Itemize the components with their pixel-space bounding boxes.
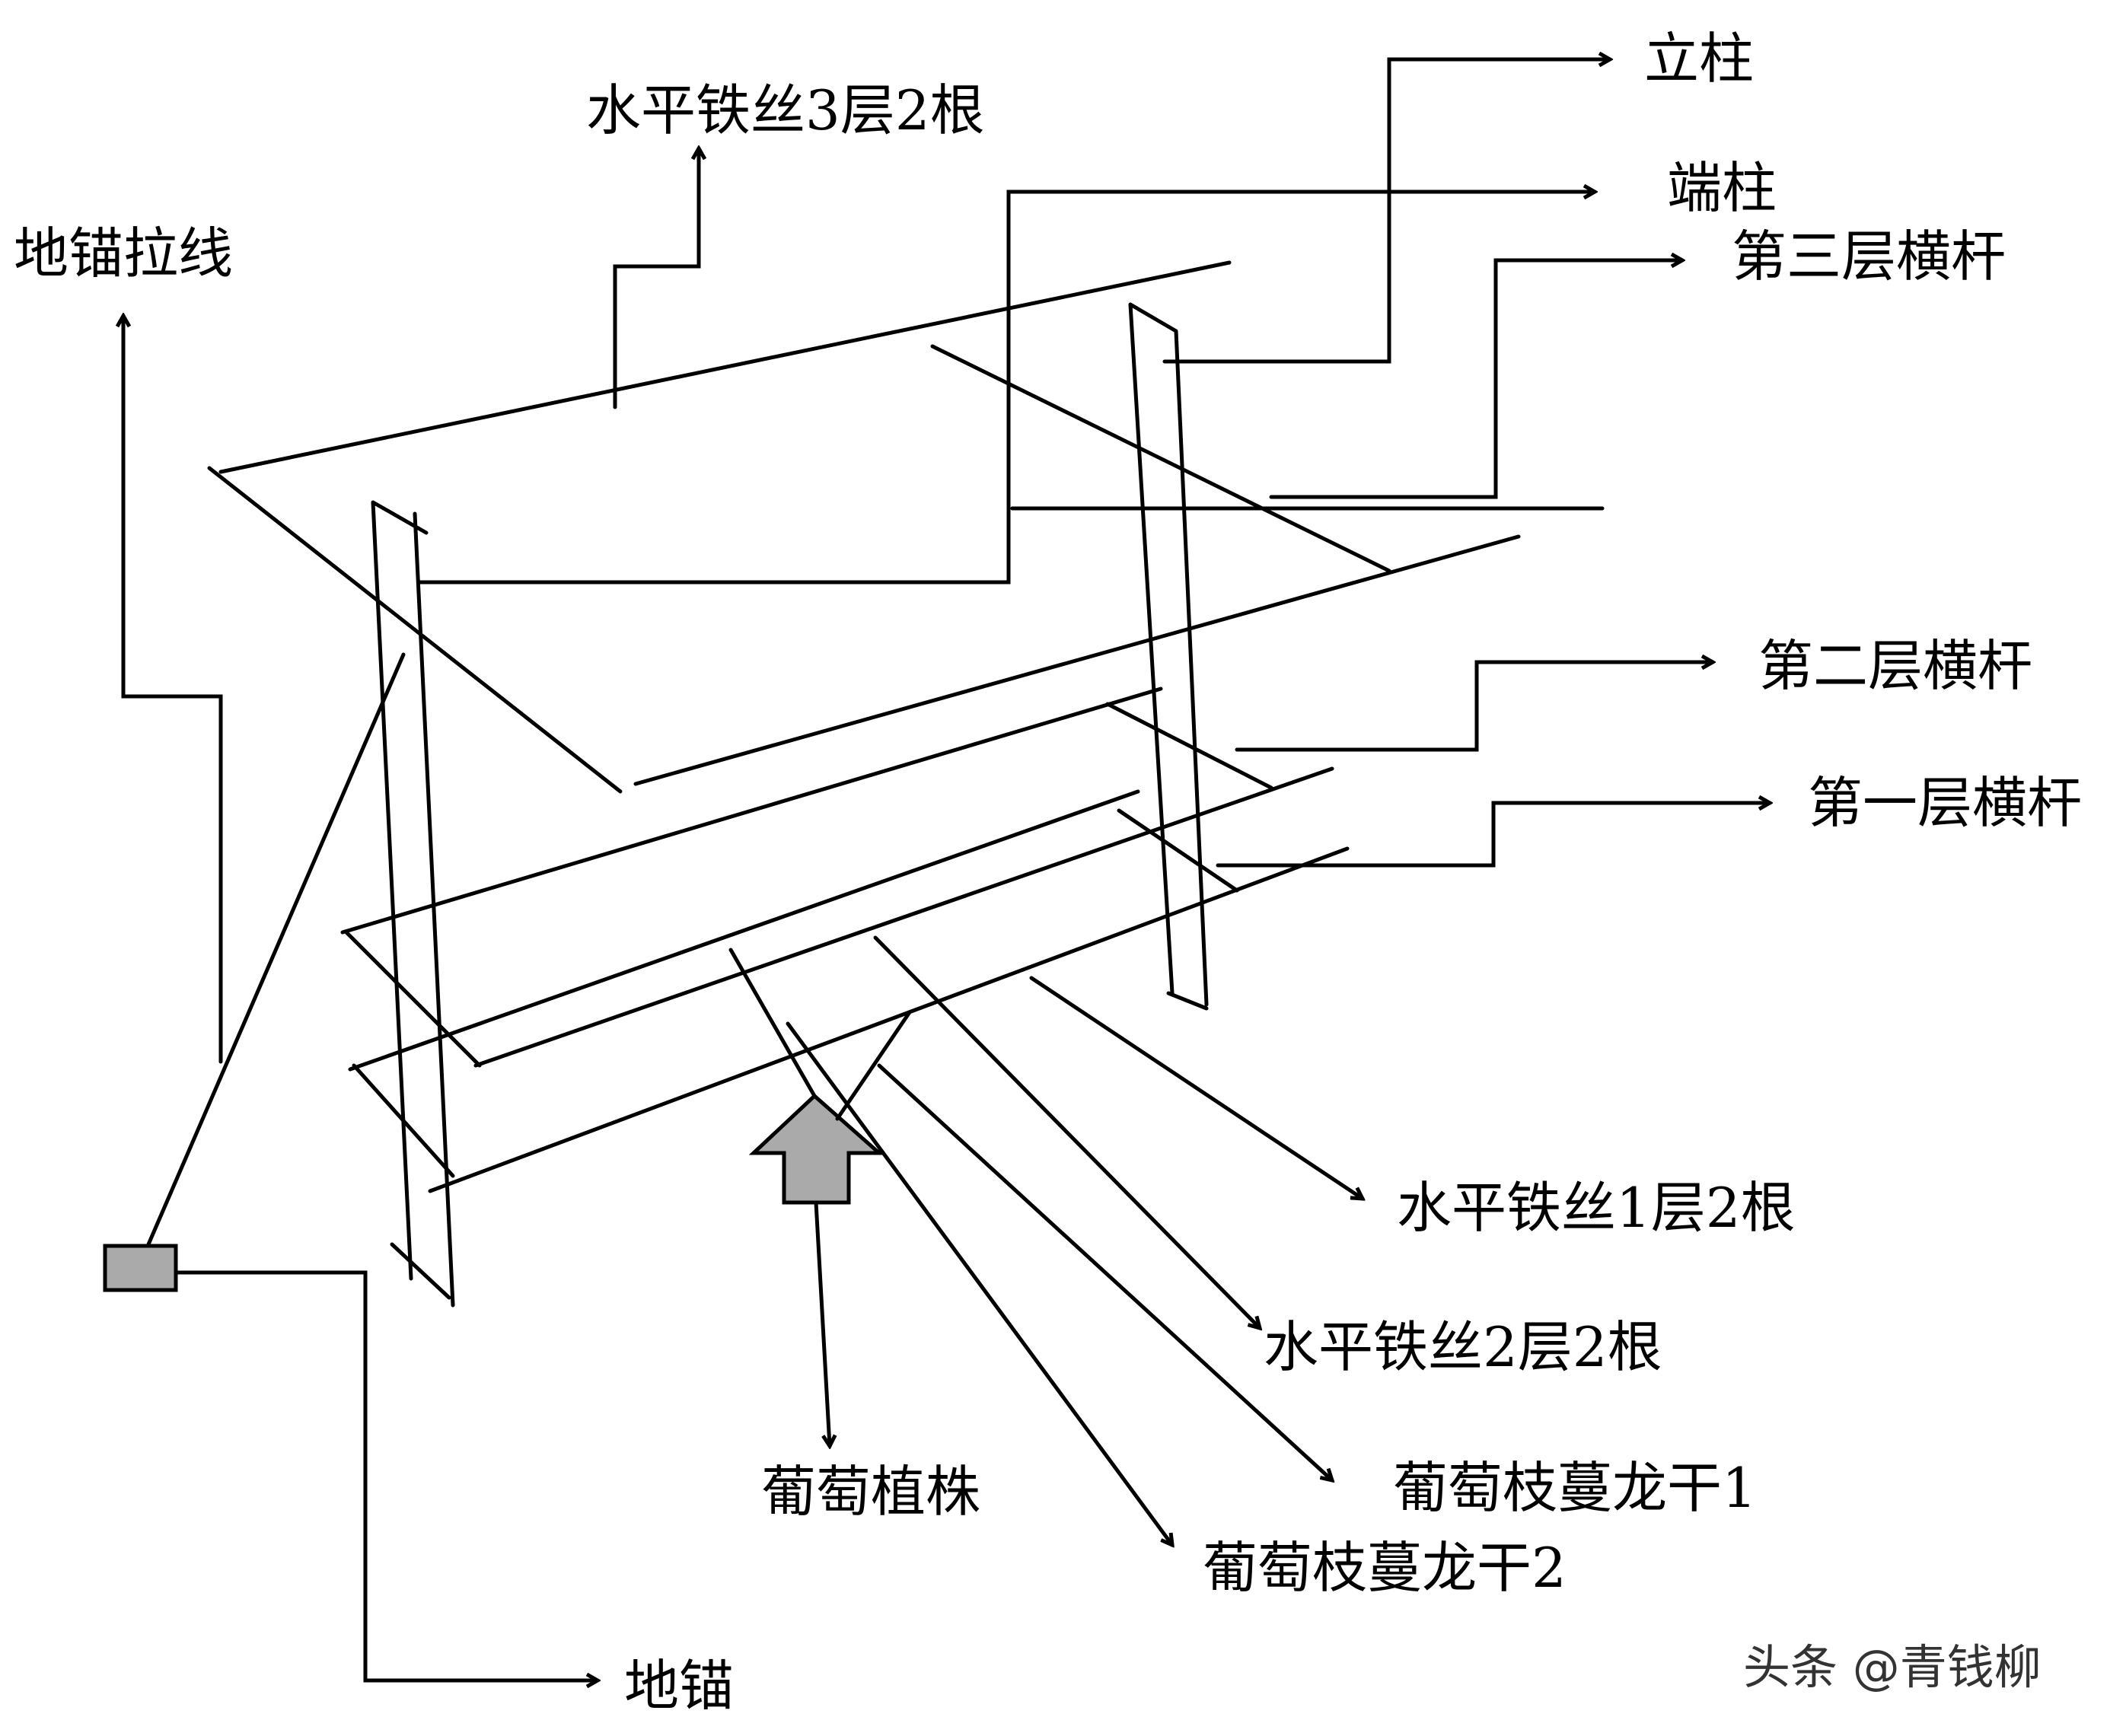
leader-vine-trunk2 [786, 1021, 1172, 1545]
vine-left-stem [728, 948, 817, 1098]
leader-wire-layer1 [1029, 976, 1363, 1199]
right-end-post [1128, 302, 1209, 1011]
wire-layer1-diag-a [344, 930, 482, 1068]
label-crossbar2: 第二层横杆 [1758, 634, 2032, 698]
wire-layer1-front-a [473, 766, 1334, 1068]
wire-layer1-upper-b [348, 789, 1140, 1072]
leader-anchor-guy [123, 316, 223, 1064]
grape-plant-arrow [748, 1093, 885, 1205]
label-vine-trunk1: 葡萄枝蔓龙干1 [1393, 1456, 1757, 1520]
left-end-post [371, 500, 455, 1308]
ground-anchor-block [103, 1244, 178, 1292]
label-crossbar3: 第三层横杆 [1732, 225, 2006, 288]
label-end-post: 端柱 [1667, 156, 1777, 220]
label-grape-plant: 葡萄植株 [761, 1460, 980, 1524]
wire-layer1-upper-a [340, 686, 1163, 935]
leader-ground-anchor [175, 1270, 598, 1680]
leader-vine-trunk1 [877, 1063, 1332, 1480]
leader-crossbar2 [1235, 662, 1713, 752]
label-anchor-guy: 地锚拉线 [14, 221, 233, 285]
wire-layer2-front-long [633, 534, 1521, 786]
label-ground-anchor: 地锚 [624, 1654, 734, 1718]
label-wire-layer1: 水平铁丝1层2根 [1397, 1176, 1796, 1240]
leader-crossbar3 [1269, 260, 1682, 499]
watermark: 头条 @青钱柳 [1743, 1639, 2042, 1695]
leader-crossbar1 [1216, 803, 1770, 868]
vine-right-stem [835, 1010, 912, 1121]
leader-end-post [416, 192, 1595, 585]
leader-wire-layer2 [873, 935, 1260, 1328]
label-wire-layer3: 水平铁丝3层2根 [586, 78, 985, 142]
leader-pillar [1162, 59, 1610, 364]
label-pillar: 立柱 [1644, 27, 1754, 91]
label-vine-trunk2: 葡萄枝蔓龙干2 [1203, 1536, 1567, 1600]
label-crossbar1: 第一层横杆 [1808, 771, 2082, 835]
leader-wire-layer3 [613, 148, 699, 409]
leader-grape-plant [814, 1200, 830, 1446]
wire-layer3-top [218, 260, 1232, 474]
label-wire-layer2: 水平铁丝2层2根 [1264, 1315, 1662, 1379]
wire-layer3-diagonal-right [930, 344, 1391, 573]
crossbar-layer2-short [1105, 702, 1273, 790]
anchor-guy-wire [146, 652, 406, 1247]
crossbar-layer1-short [1117, 808, 1239, 893]
wire-layer3-diagonal-left [207, 466, 623, 794]
wire-layer1-front-b [428, 846, 1350, 1193]
